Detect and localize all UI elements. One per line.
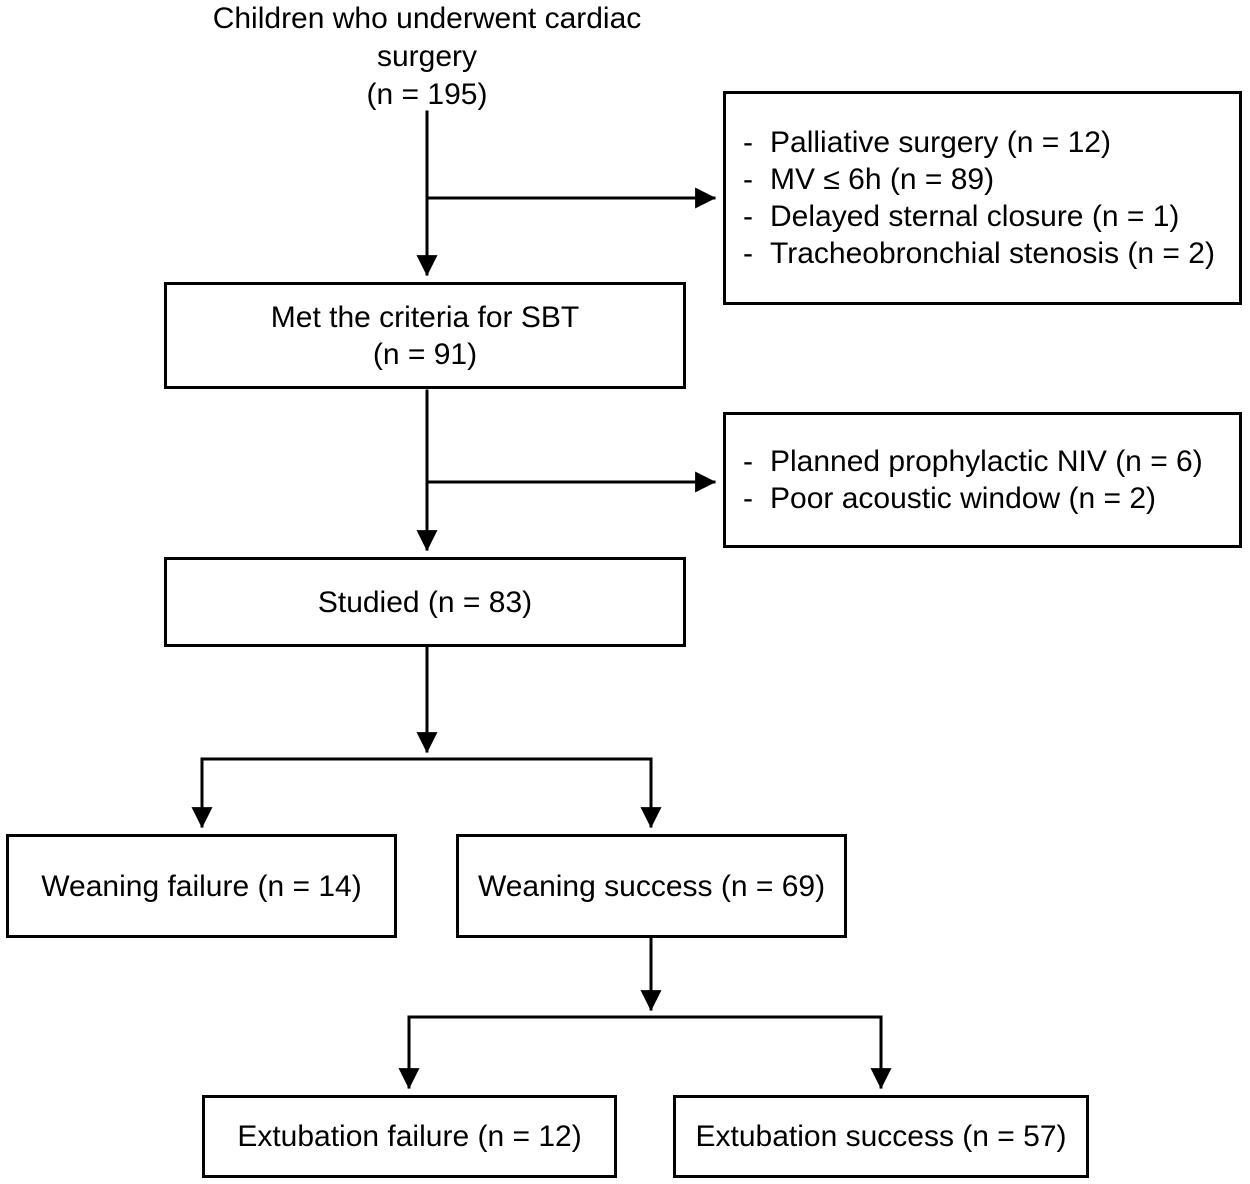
node-weaning-failure: Weaning failure (n = 14) (6, 834, 397, 938)
exclusion-item-text: Palliative surgery (n = 12) (770, 126, 1111, 159)
exclusion-item: - Palliative surgery (n = 12) (726, 124, 1239, 161)
exclusion-item: - MV ≤ 6h (n = 89) (726, 161, 1239, 198)
node-source: Children who underwent cardiac surgery (… (177, 0, 677, 114)
node-met-sbt-label: Met the criteria for SBT (270, 300, 580, 334)
exclusion-item: - Planned prophylactic NIV (n = 6) (726, 443, 1239, 480)
bullet-dash: - (743, 126, 753, 159)
node-extubation-failure-label: Extubation failure (n = 12) (237, 1120, 582, 1153)
bullet-dash: - (743, 445, 753, 478)
exclusion-item-text: Delayed sternal closure (n = 1) (770, 200, 1180, 233)
exclusion-item-text: Poor acoustic window (n = 2) (770, 482, 1157, 515)
node-source-label: Children who underwent cardiac surgery (212, 2, 642, 73)
node-met-sbt: Met the criteria for SBT (n = 91) (164, 282, 686, 389)
node-studied: Studied (n = 83) (164, 557, 686, 647)
exclusion-item-text: MV ≤ 6h (n = 89) (770, 163, 995, 196)
bullet-dash: - (743, 200, 753, 233)
bullet-dash: - (743, 163, 753, 196)
exclusion-item: - Tracheobronchial stenosis (n = 2) (726, 235, 1239, 272)
node-exclusions-2: - Planned prophylactic NIV (n = 6) - Poo… (723, 412, 1242, 548)
exclusion-item-text: Planned prophylactic NIV (n = 6) (770, 445, 1203, 478)
node-extubation-success-label: Extubation success (n = 57) (695, 1120, 1067, 1153)
node-extubation-success: Extubation success (n = 57) (673, 1095, 1089, 1178)
exclusion-item: - Poor acoustic window (n = 2) (726, 480, 1239, 517)
node-weaning-success-label: Weaning success (n = 69) (477, 869, 826, 903)
node-weaning-success: Weaning success (n = 69) (456, 834, 847, 938)
exclusion-item: - Delayed sternal closure (n = 1) (726, 198, 1239, 235)
exclusion-item-text: Tracheobronchial stenosis (n = 2) (770, 237, 1215, 270)
node-extubation-failure: Extubation failure (n = 12) (202, 1095, 617, 1178)
node-studied-label: Studied (n = 83) (317, 585, 533, 619)
node-weaning-failure-label: Weaning failure (n = 14) (41, 869, 362, 903)
node-exclusions-1: - Palliative surgery (n = 12) - MV ≤ 6h … (723, 91, 1242, 305)
node-source-count: (n = 195) (366, 78, 488, 111)
bullet-dash: - (743, 237, 753, 270)
node-met-sbt-count: (n = 91) (372, 337, 478, 371)
bullet-dash: - (743, 482, 753, 515)
